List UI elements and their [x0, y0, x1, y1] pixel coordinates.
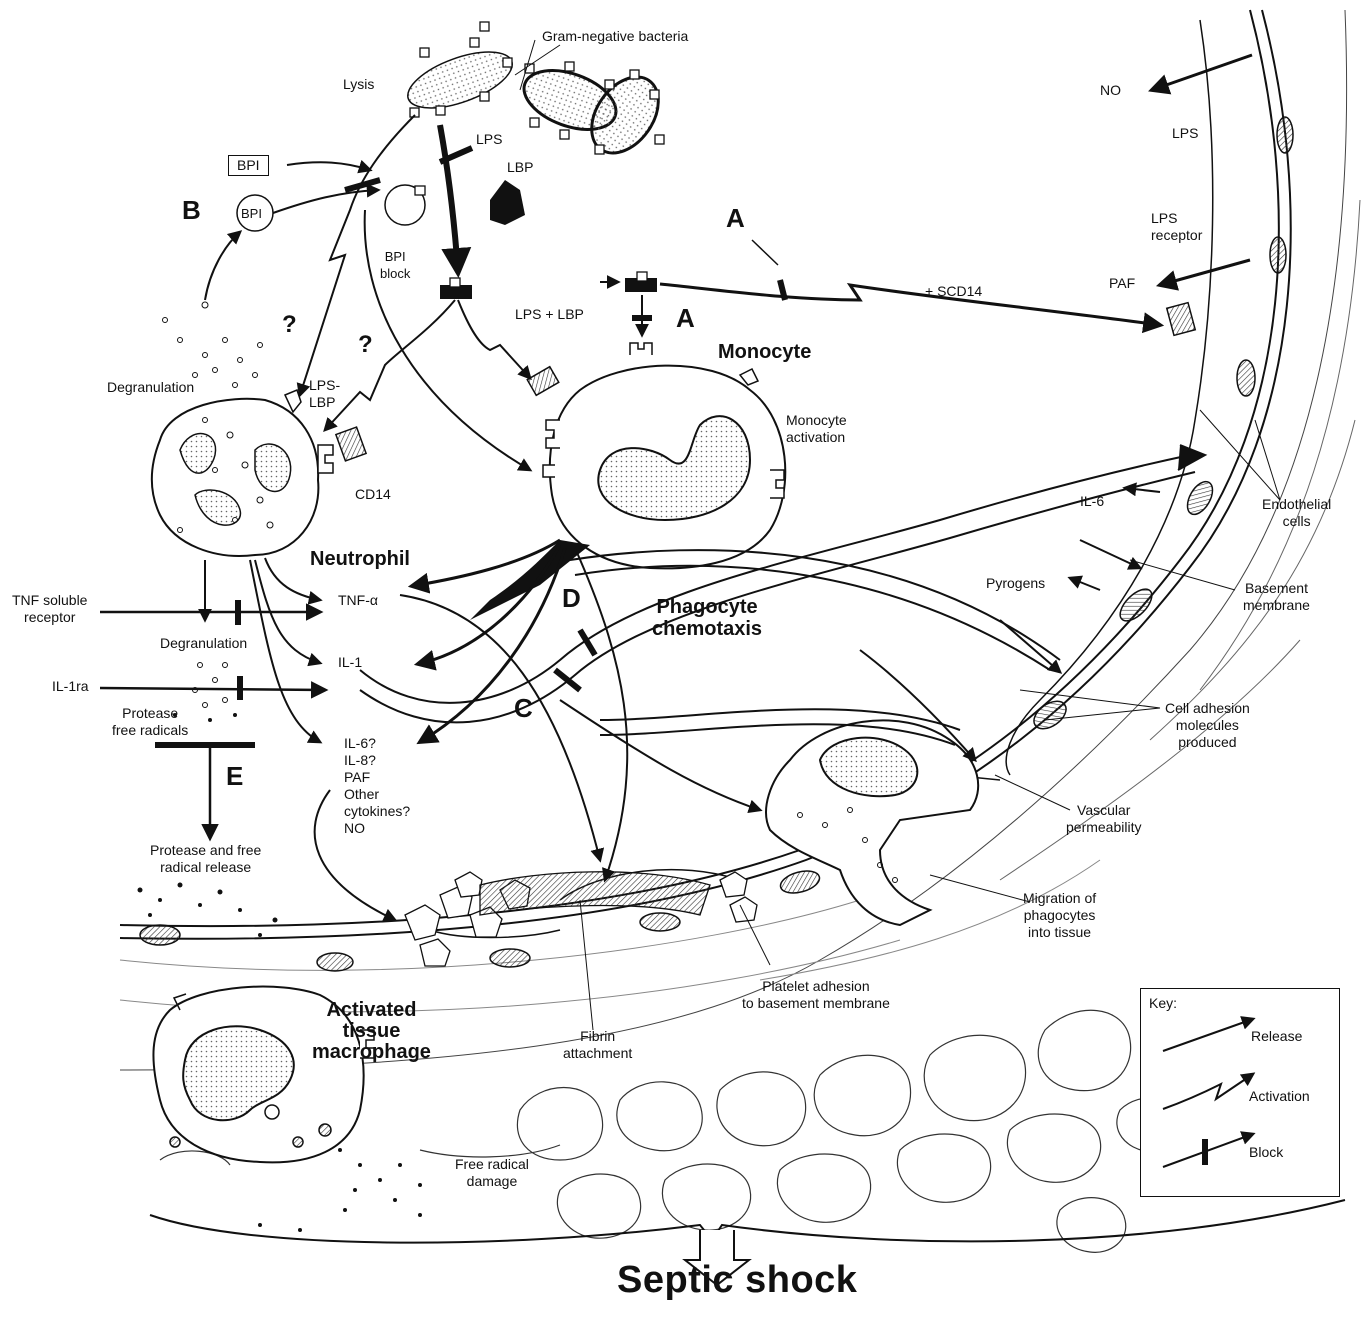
- free-radical-damage-label: Free radical damage: [455, 1156, 529, 1190]
- paf-label: PAF: [1109, 275, 1135, 292]
- cell-adhesion-label: Cell adhesion molecules produced: [1165, 700, 1250, 751]
- block-d: D: [562, 590, 581, 607]
- monocyte-label: Monocyte: [718, 341, 811, 363]
- key-block-label: Block: [1249, 1144, 1283, 1161]
- monocyte-cell: [470, 343, 785, 620]
- il6-list-label: IL-6? IL-8? PAF Other cytokines? NO: [344, 735, 410, 837]
- protease-free-radicals-label: Protease free radicals: [112, 705, 188, 739]
- fibrin-attachment-label: Fibrin attachment: [563, 1028, 632, 1062]
- block-a-top: A: [726, 210, 745, 227]
- lps-plus-lbp-label: LPS + LBP: [515, 306, 584, 323]
- key-activation-label: Activation: [1249, 1088, 1310, 1105]
- cd14-label: CD14: [355, 486, 391, 503]
- question-mark-1: ?: [282, 316, 297, 333]
- bpi-block-label: BPI block: [380, 248, 410, 282]
- migrating-phagocyte: [766, 720, 978, 925]
- neutrophil-label: Neutrophil: [310, 548, 410, 570]
- endothelial-cells-label: Endothelial cells: [1262, 496, 1331, 530]
- lps-top-label: LPS: [476, 131, 502, 148]
- lysis-label: Lysis: [343, 76, 374, 93]
- neutrophil-cell: [152, 390, 333, 556]
- il6-label: IL-6: [1080, 493, 1104, 510]
- block-b: B: [182, 202, 201, 219]
- lps-lbp-label: LPS- LBP: [309, 377, 340, 411]
- septic-shock-title: Septic shock: [617, 1272, 857, 1289]
- basement-membrane-label: Basement membrane: [1243, 580, 1310, 614]
- platelet-adhesion-label: Platelet adhesion to basement membrane: [742, 978, 890, 1012]
- migration-label: Migration of phagocytes into tissue: [1023, 890, 1096, 941]
- degranulation-mid-label: Degranulation: [160, 635, 247, 652]
- legend-key: Key: Release Activation Block: [1140, 988, 1340, 1197]
- phagocyte-chemotaxis-label: Phagocyte chemotaxis: [652, 596, 762, 640]
- degranulation-top-label: Degranulation: [107, 379, 194, 396]
- block-a-mid: A: [676, 310, 695, 327]
- vascular-permeability-label: Vascular permeability: [1066, 802, 1141, 836]
- bpi-circle-label: BPI: [241, 205, 262, 222]
- gram-negative-label: Gram-negative bacteria: [542, 28, 688, 45]
- bpi-box-label: BPI: [228, 155, 269, 176]
- lbp-label: LBP: [507, 159, 533, 176]
- key-release-label: Release: [1251, 1028, 1302, 1045]
- block-c: C: [514, 700, 533, 717]
- key-activation-arrow: [1163, 1074, 1253, 1109]
- il1ra-label: IL-1ra: [52, 678, 89, 695]
- a-pointer: [752, 240, 778, 265]
- il1-label: IL-1: [338, 654, 362, 671]
- protease-release-label: Protease and free radical release: [150, 842, 261, 876]
- no-label: NO: [1100, 82, 1121, 99]
- monocyte-activation-label: Monocyte activation: [786, 412, 847, 446]
- tnf-soluble-receptor-label: TNF soluble receptor: [12, 592, 87, 626]
- activated-macrophage-label: Activated tissue macrophage: [312, 1000, 431, 1063]
- lps-receptor-label: LPS receptor: [1151, 210, 1202, 244]
- lps-right-label: LPS: [1172, 125, 1198, 142]
- key-release-arrow: [1163, 1019, 1253, 1051]
- block-e: E: [226, 768, 243, 785]
- tnf-alpha-label: TNF-α: [338, 592, 378, 609]
- pyrogens-label: Pyrogens: [986, 575, 1045, 592]
- question-mark-2: ?: [358, 336, 373, 353]
- platelet-fibrin-cluster: [405, 872, 757, 966]
- scd14-label: + SCD14: [925, 283, 982, 300]
